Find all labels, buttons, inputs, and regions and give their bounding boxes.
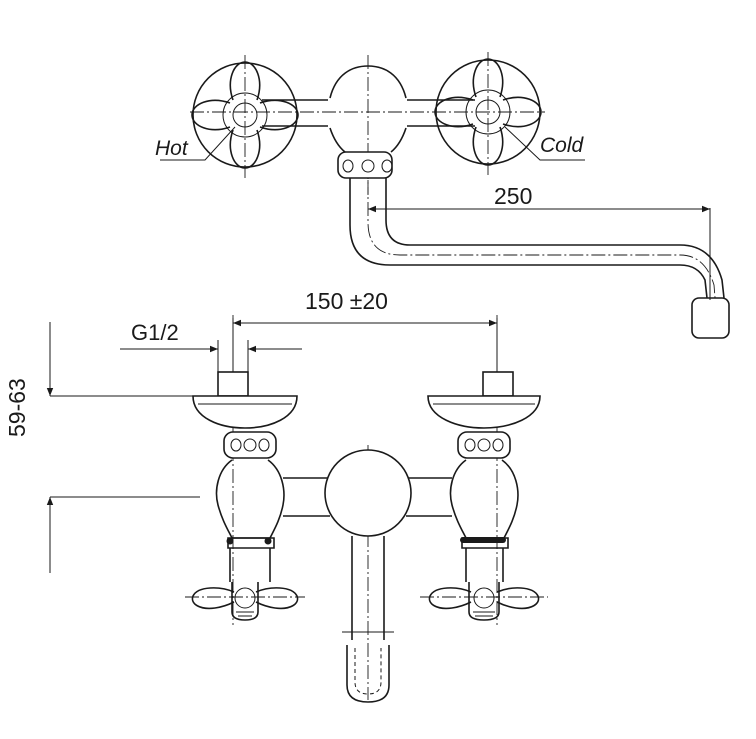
hot-valve-top	[191, 55, 299, 178]
thread-dimension: G1/2	[131, 320, 179, 345]
hot-inlet-front	[192, 371, 298, 459]
spout-front	[342, 536, 394, 703]
front-view: 150 ±20 G1/2 59-63	[4, 288, 548, 703]
top-view: Hot Cold 250	[155, 52, 730, 339]
hot-handle-front	[185, 582, 305, 621]
inlet-spacing-dimension: 150 ±20	[305, 288, 388, 314]
spout-reach-dimension: 250	[494, 183, 532, 209]
cold-handle-front	[420, 582, 548, 621]
cold-valve-top	[434, 52, 542, 175]
eccentric-range-dimension: 59-63	[4, 378, 30, 437]
cold-inlet-front	[427, 371, 541, 459]
hot-label: Hot	[155, 137, 189, 160]
cold-label: Cold	[540, 134, 585, 157]
